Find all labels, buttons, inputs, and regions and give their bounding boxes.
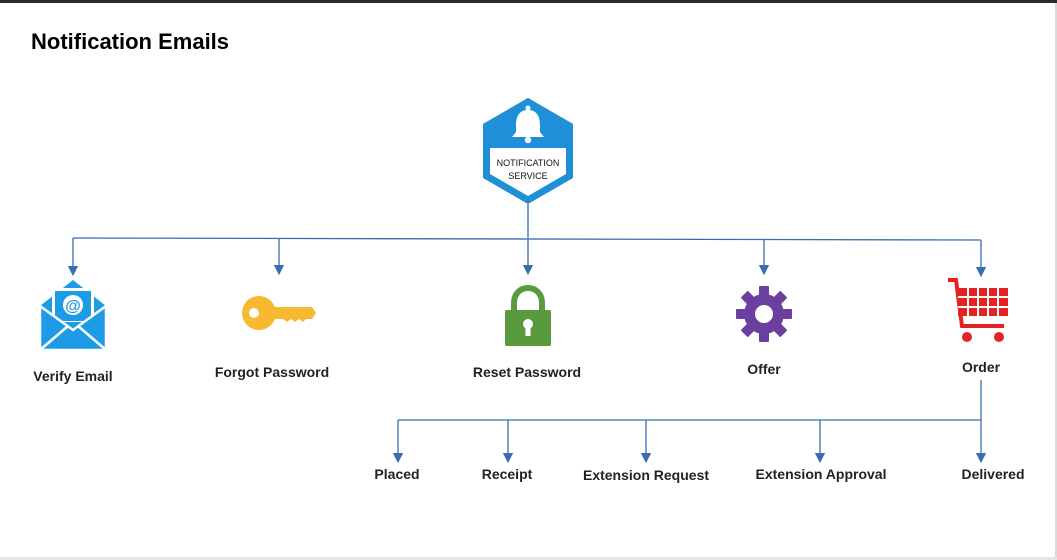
gear-icon <box>736 286 792 342</box>
bell-icon <box>512 105 544 144</box>
key-icon <box>242 296 316 330</box>
hub-label-line1: NOTIFICATION <box>496 158 560 168</box>
padlock-icon <box>505 285 551 346</box>
reset-password-label: Reset Password <box>472 364 582 380</box>
hub-connectors <box>67 204 987 278</box>
svg-text:@: @ <box>65 298 81 315</box>
window-top-border <box>0 0 1057 3</box>
offer-label: Offer <box>747 361 781 377</box>
verify-email-label: Verify Email <box>33 368 113 384</box>
hub-label-line2: SERVICE <box>508 171 548 181</box>
page-title: Notification Emails <box>31 29 230 54</box>
extension-approval-label: Extension Approval <box>755 466 887 482</box>
forgot-password-label: Forgot Password <box>214 364 330 380</box>
order-label: Order <box>961 359 1001 375</box>
extension-request-label: Extension Request <box>582 467 710 483</box>
window-bottom-border <box>0 557 1057 560</box>
receipt-label: Receipt <box>481 466 533 482</box>
envelope-icon: @ <box>38 280 108 352</box>
delivered-label: Delivered <box>961 466 1025 482</box>
order-connectors <box>392 380 987 464</box>
hub-branch-line <box>72 237 982 241</box>
notification-service-hub <box>483 98 573 204</box>
shopping-cart-icon <box>948 278 1008 342</box>
notification-service-label: NOTIFICATION SERVICE <box>483 157 573 183</box>
window-right-border <box>1055 3 1057 560</box>
placed-label: Placed <box>374 466 420 482</box>
